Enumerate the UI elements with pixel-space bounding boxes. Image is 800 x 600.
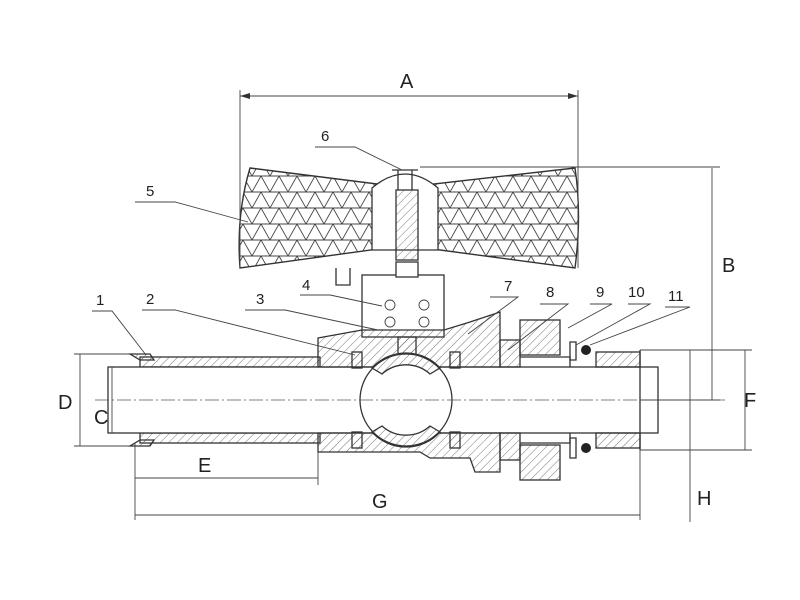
dim-h: H <box>697 488 711 510</box>
part-label-1: 1 <box>96 292 104 309</box>
part-label-10: 10 <box>628 284 645 301</box>
dim-c: C <box>94 407 108 429</box>
part-label-8: 8 <box>546 284 554 301</box>
part-label-3: 3 <box>256 291 264 308</box>
part-label-9: 9 <box>596 284 604 301</box>
dim-a: A <box>400 71 414 93</box>
dim-g: G <box>372 491 388 513</box>
part-label-6: 6 <box>321 128 329 145</box>
dim-b: B <box>722 255 735 277</box>
valve-body <box>107 311 659 481</box>
part-label-7: 7 <box>504 278 512 295</box>
part-label-2: 2 <box>146 291 154 308</box>
part-label-5: 5 <box>146 183 154 200</box>
butterfly-handle <box>238 167 580 286</box>
part-label-11: 11 <box>668 288 684 305</box>
dim-e: E <box>198 455 211 477</box>
leader-lines <box>92 146 691 356</box>
part-label-4: 4 <box>302 277 310 294</box>
dim-d: D <box>58 392 72 414</box>
dim-f: F <box>744 390 756 412</box>
dimension-lines <box>74 90 752 522</box>
